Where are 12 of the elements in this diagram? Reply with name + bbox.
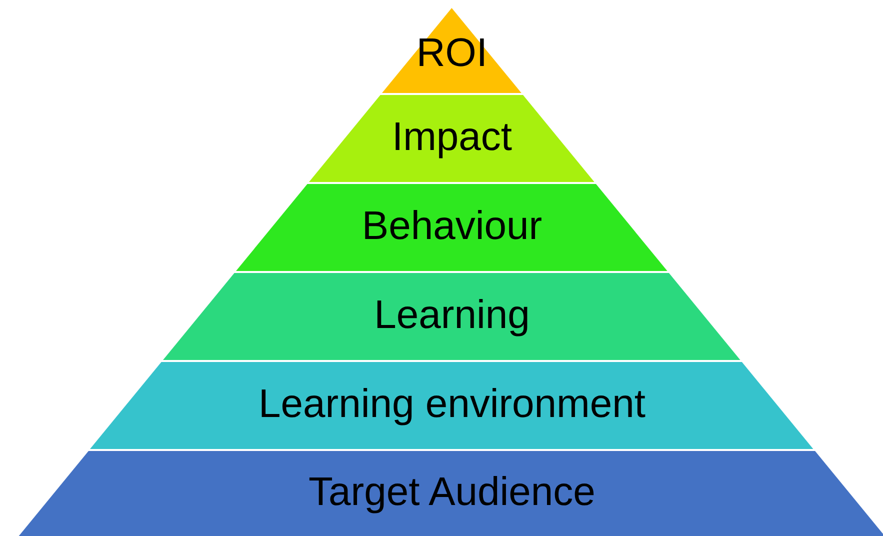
pyramid-tip [382,8,522,93]
pyramid-band [236,184,668,271]
pyramid-band [163,273,741,360]
level-label: Learning environment [258,382,646,426]
level-label: Learning [373,292,531,338]
pyramid-base-band [18,451,883,536]
level-label: Behaviour [360,204,544,248]
level-label: Target Audience [308,470,596,515]
pyramid-band [90,362,814,449]
level-label: Impact [390,114,514,160]
level-label: ROI [415,30,489,76]
pyramid-band [309,95,595,182]
